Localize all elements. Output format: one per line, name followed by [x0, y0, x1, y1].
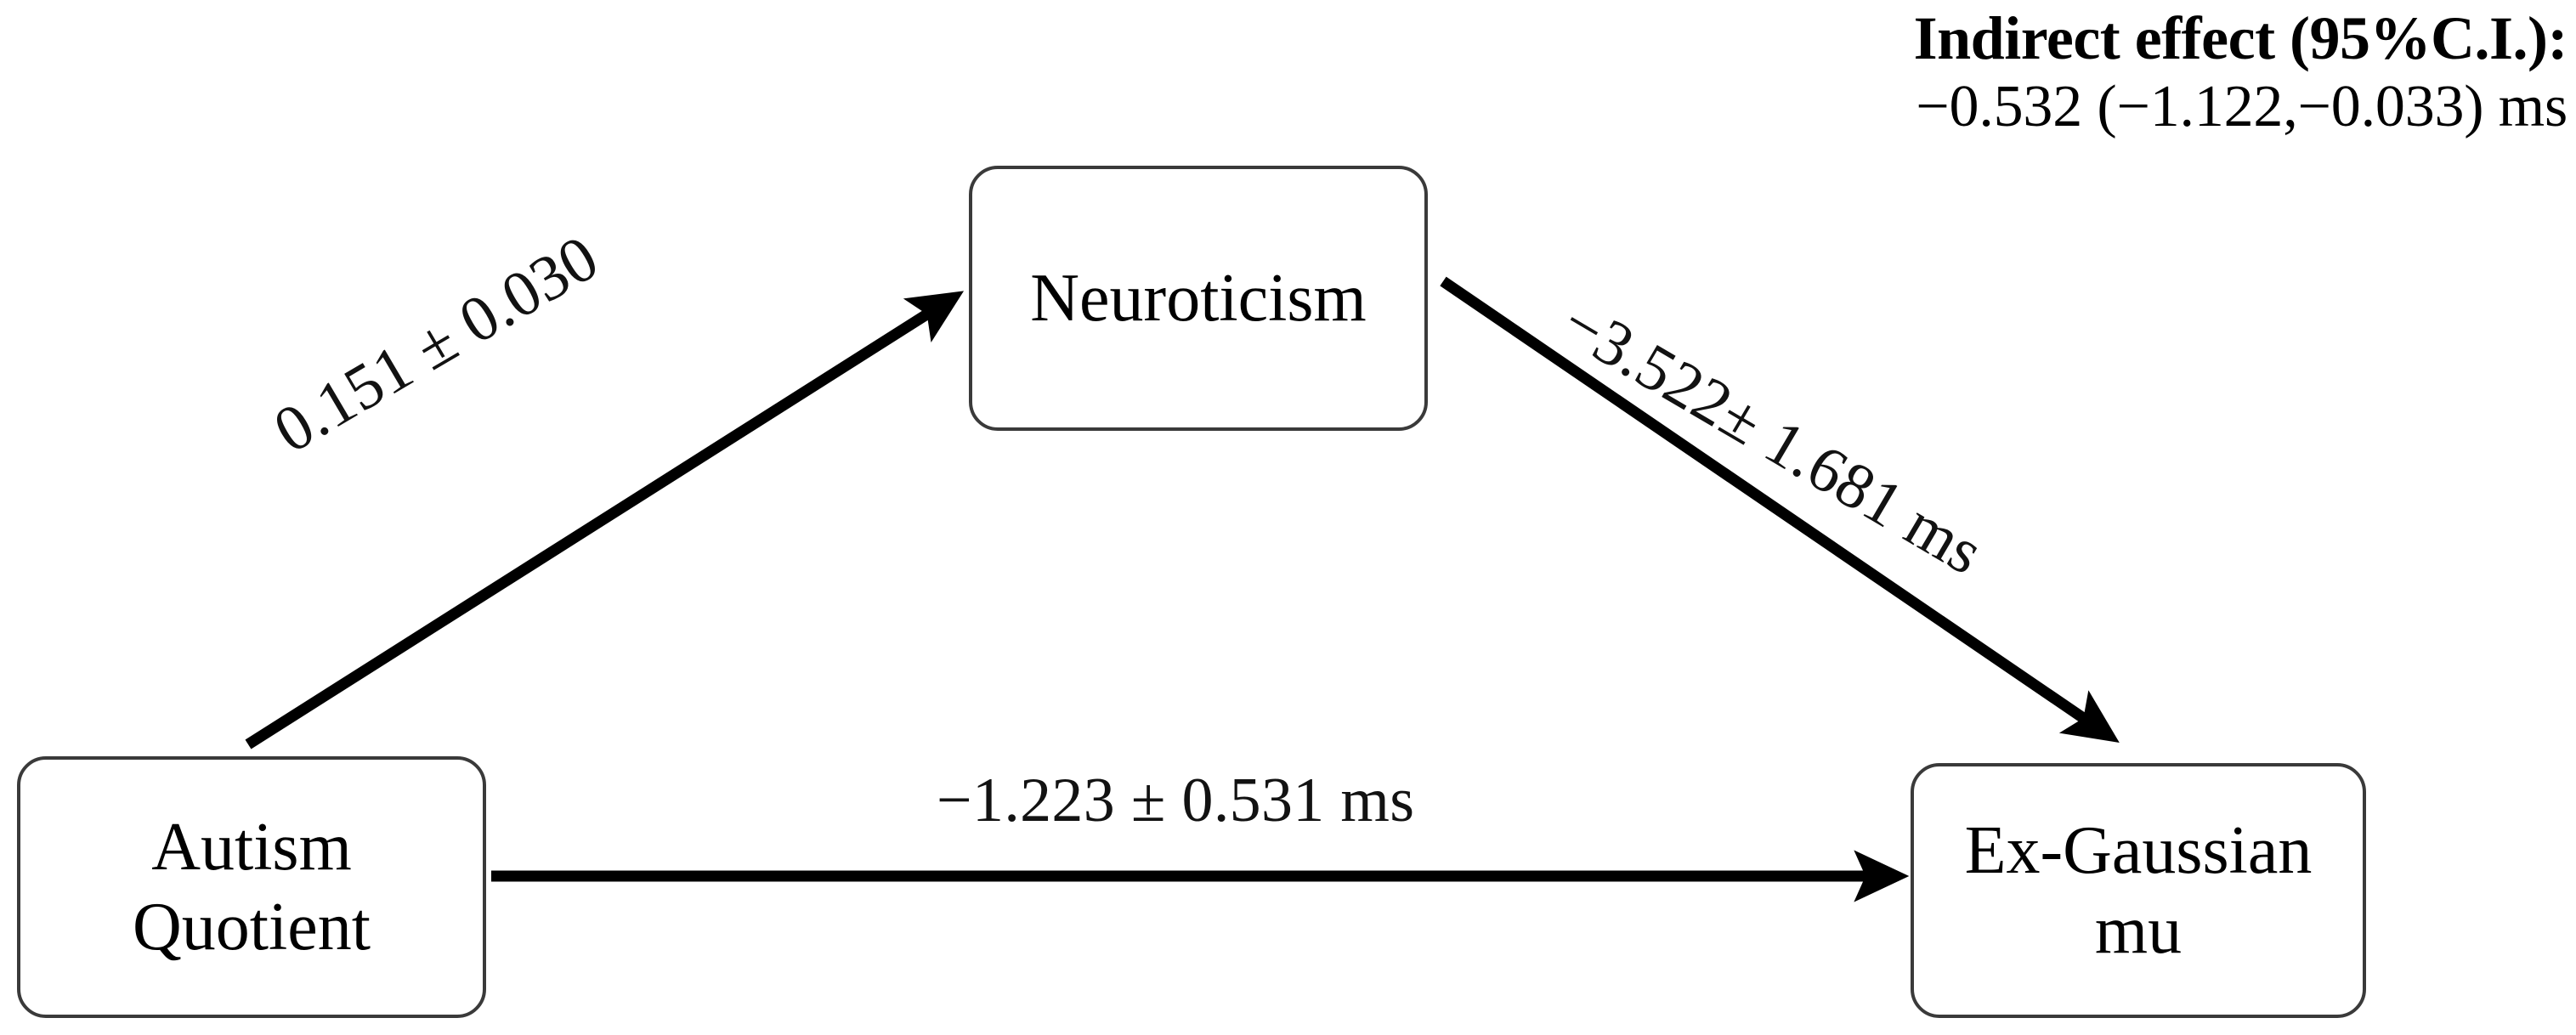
- b-path-arrow: [1440, 276, 2120, 744]
- node-autism-quotient-label-line1: Autism: [151, 809, 352, 885]
- node-ex-gaussian-mu-label-line2: mu: [2094, 893, 2183, 968]
- node-autism-quotient[interactable]: Autism Quotient: [17, 756, 486, 1018]
- b-path-label: −3.522± 1.681 ms: [1549, 286, 1996, 589]
- node-ex-gaussian-mu-label-line1: Ex-Gaussian: [1964, 812, 2313, 888]
- indirect-effect-value: −0.532 (−1.122,−0.033) ms: [1916, 74, 2568, 140]
- node-ex-gaussian-mu[interactable]: Ex-Gaussian mu: [1911, 763, 2366, 1018]
- node-neuroticism[interactable]: Neuroticism: [969, 166, 1428, 431]
- a-path-label: 0.151 ± 0.030: [262, 221, 610, 467]
- node-neuroticism-label: Neuroticism: [1030, 260, 1367, 336]
- node-autism-quotient-label-line2: Quotient: [133, 890, 371, 964]
- indirect-effect-title: Indirect effect (95%C.I.):: [1913, 4, 2568, 72]
- c-prime-path-label: −1.223 ± 0.531 ms: [937, 766, 1415, 835]
- indirect-effect-annotation: Indirect effect (95%C.I.): −0.532 (−1.12…: [1914, 3, 2568, 141]
